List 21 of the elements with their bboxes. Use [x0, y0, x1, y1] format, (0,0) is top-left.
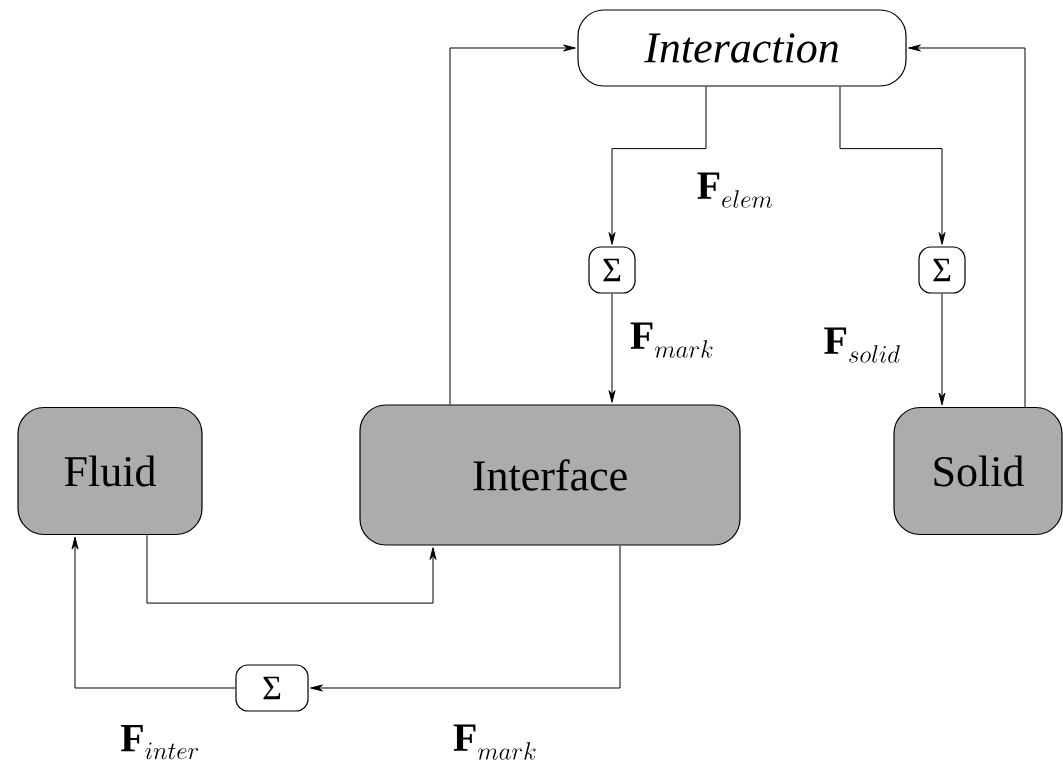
- arrow: [938, 293, 946, 406]
- edge-label: $\mathbf{F}_{elem}$: [695, 171, 775, 209]
- sum-box: Σ: [588, 246, 636, 294]
- arrow: [908, 44, 1026, 408]
- edge-label: $\mathbf{F}_{mark}$: [628, 321, 716, 359]
- process-box: Fluid: [17, 406, 203, 536]
- process-box: Interaction: [577, 9, 907, 87]
- arrow: [146, 534, 437, 604]
- edge-label: $\mathbf{F}_{mark}$: [451, 723, 539, 761]
- sum-box: Σ: [918, 246, 966, 294]
- process-box: Interface: [359, 404, 741, 546]
- edge-label: $\mathbf{F}_{inter}$: [119, 724, 201, 760]
- edge-label: $\mathbf{F}_{solid}$: [822, 326, 902, 364]
- process-box: Solid: [893, 406, 1063, 536]
- arrow: [839, 86, 946, 245]
- arrow: [608, 293, 616, 403]
- arrow: [449, 44, 576, 405]
- sum-box: Σ: [235, 664, 309, 712]
- arrow: [608, 86, 707, 245]
- arrow: [310, 545, 621, 692]
- arrow: [71, 536, 236, 689]
